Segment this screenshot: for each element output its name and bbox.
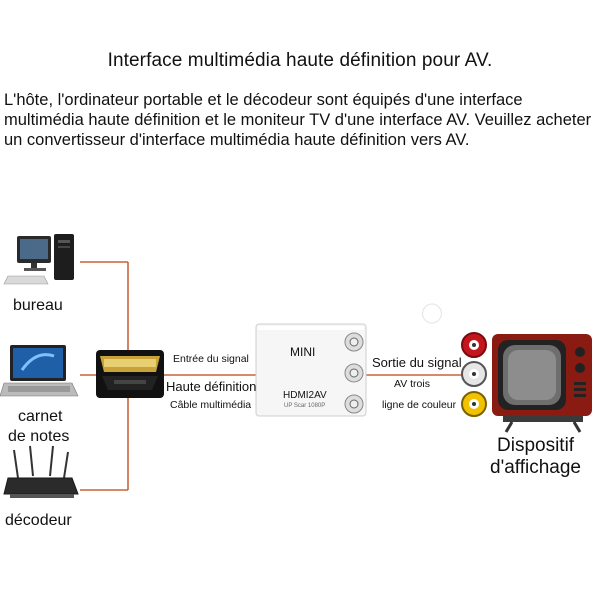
rca-plugs-icon	[461, 332, 487, 417]
tv-icon	[492, 334, 592, 433]
display-label-line2: d'affichage	[490, 457, 581, 478]
converter-subtext: UP Scar 1080P	[284, 403, 326, 409]
output-label-1: Sortie du signal	[372, 355, 462, 370]
laptop-icon	[0, 345, 79, 397]
rca-ports	[344, 332, 364, 414]
output-label-2: AV trois	[394, 378, 430, 390]
input-label-2: Haute définition	[166, 379, 257, 394]
converter-box	[255, 323, 367, 417]
input-label-3: Câble multimédia	[170, 399, 252, 411]
router-icon	[3, 445, 79, 498]
converter-brand: MINI	[290, 345, 316, 359]
display-label-line1: Dispositif	[497, 435, 575, 456]
desktop-computer-icon	[3, 234, 74, 285]
converter-model: HDMI2AV	[283, 390, 327, 401]
page-title: Interface multimédia haute définition po…	[107, 50, 493, 71]
laptop-label-line1: carnet	[18, 408, 63, 425]
router-label: décodeur	[5, 512, 72, 529]
desktop-label: bureau	[13, 297, 63, 314]
input-label-1: Entrée du signal	[173, 353, 249, 365]
hdmi-plug-icon	[96, 350, 164, 398]
laptop-label-line2: de notes	[8, 428, 70, 445]
output-label-3: ligne de couleur	[382, 399, 457, 411]
description-text: L'hôte, l'ordinateur portable et le déco…	[4, 91, 592, 149]
